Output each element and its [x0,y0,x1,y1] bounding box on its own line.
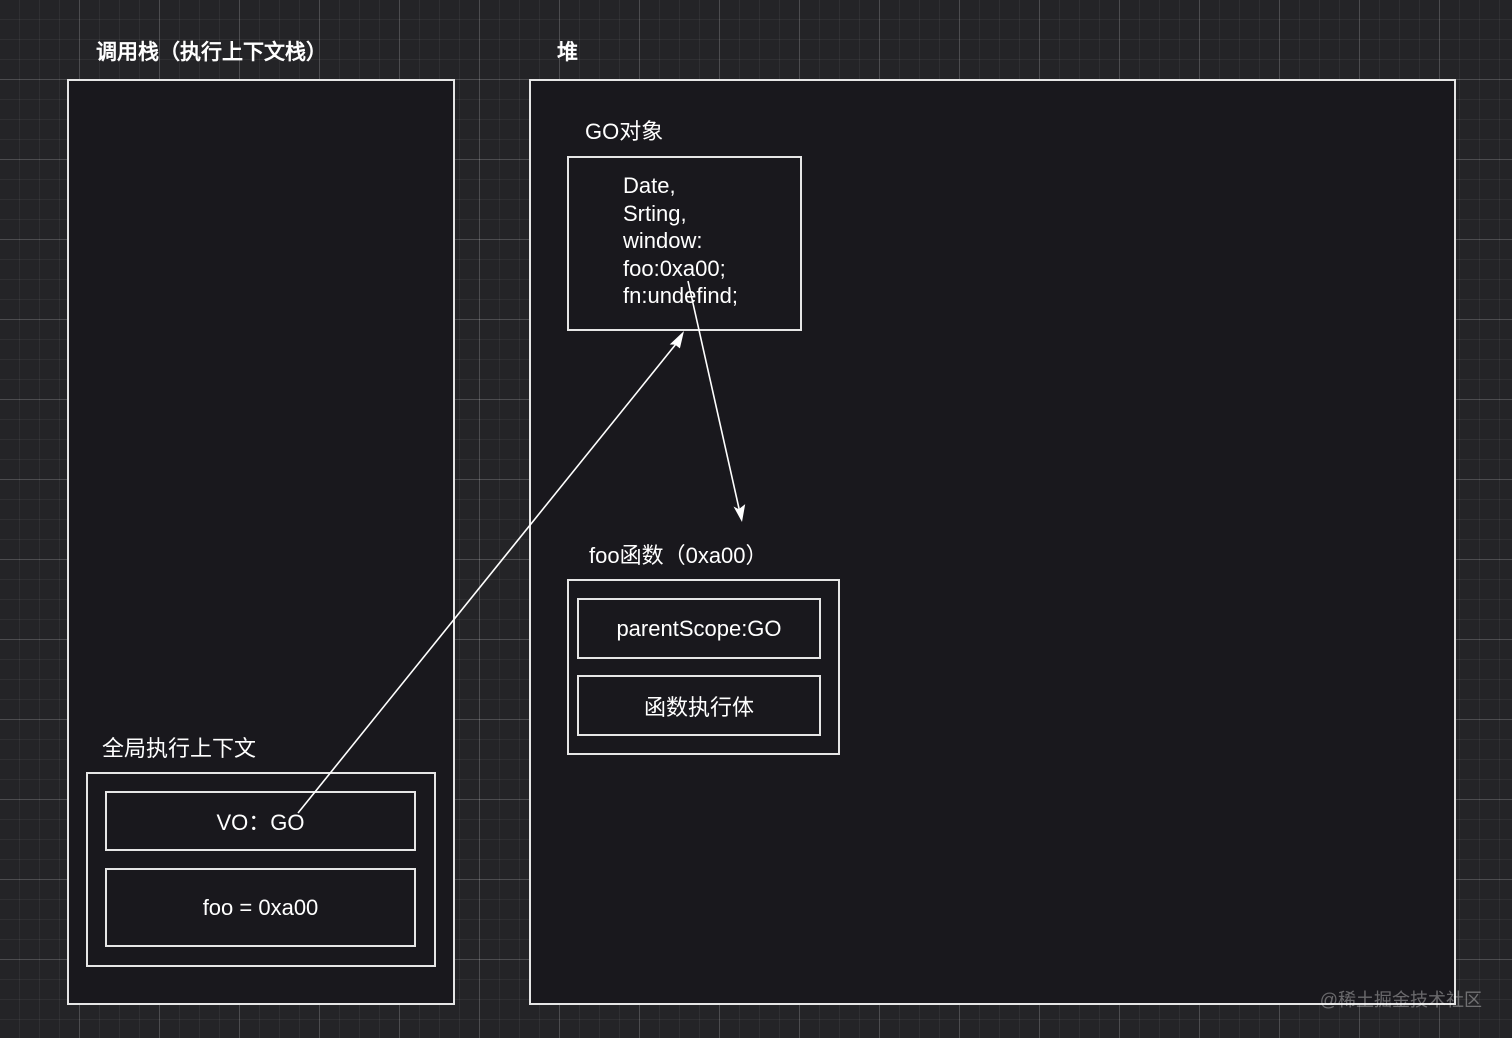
heap-title: 堆 [557,40,578,64]
go-property-line: Date, [623,173,676,198]
function-body-box: 函数执行体 [577,675,821,736]
go-object-box: Date, Srting, window: foo:0xa00; fn:unde… [567,156,802,331]
go-property-line: window: [623,228,703,254]
go-property-line: fn:undefind; [623,283,738,309]
foo-variable-box: foo = 0xa00 [105,868,416,947]
go-property-line: Srting, [623,200,687,226]
global-context-title: 全局执行上下文 [102,736,257,761]
watermark: @稀土掘金技术社区 [1319,990,1482,1010]
foo-function-title: foo函数（0xa00） [589,543,768,568]
call-stack-title: 调用栈（执行上下文栈） [96,40,327,64]
go-object-properties: Date, Srting, window: foo:0xa00; fn:unde… [623,172,738,310]
parent-scope-box: parentScope:GO [577,598,821,659]
go-object-title: GO对象 [585,119,664,144]
vo-box: VO：GO [105,791,416,851]
go-property-line: foo:0xa00; [623,255,726,281]
